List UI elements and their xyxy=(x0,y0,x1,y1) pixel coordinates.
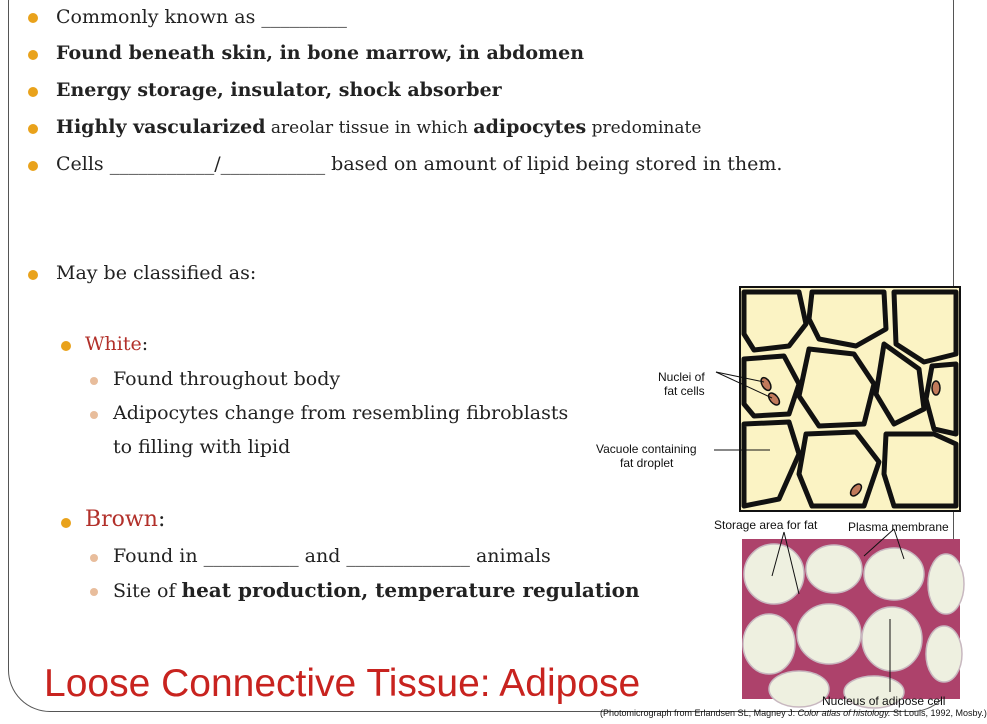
adipose-illustration xyxy=(714,286,965,709)
label-storage: Storage area for fat xyxy=(714,518,818,532)
fat-cells xyxy=(741,289,959,509)
bullet-dot xyxy=(28,124,38,134)
bullet-dot xyxy=(61,518,71,528)
brown-point-1: Found in __________ and _____________ an… xyxy=(113,545,551,567)
cell-nuclei xyxy=(760,376,941,497)
caption-post: St Louis, 1992, Mosby.) xyxy=(890,708,987,718)
heat-production-text: heat production, temperature regulation xyxy=(181,578,640,602)
white-label: White xyxy=(85,333,142,355)
bullet-common-name: Commonly known as _________ xyxy=(56,6,347,28)
label-nuclei-line1: Nuclei of xyxy=(658,370,705,384)
figure-caption: (Photomicrograph from Erlandsen SL, Magn… xyxy=(600,708,987,718)
bullet-cells: Cells ___________/___________ based on a… xyxy=(56,153,783,175)
leader-lines xyxy=(714,371,773,451)
areolar-text: areolar tissue in which xyxy=(265,118,474,138)
label-vacuole-line2: fat droplet xyxy=(620,456,674,470)
bullet-classified: May be classified as: xyxy=(56,262,257,284)
label-vacuole-line1: Vacuole containing xyxy=(596,442,697,456)
bullet-dot xyxy=(61,341,71,351)
white-point-2b: to filling with lipid xyxy=(113,436,291,458)
brown-point-2: Site of heat production, temperature reg… xyxy=(113,578,640,602)
subhead-brown: Brown: xyxy=(85,507,165,532)
photo-leader-lines xyxy=(771,528,905,692)
brown-colon: : xyxy=(157,507,166,532)
white-point-1: Found throughout body xyxy=(113,368,341,390)
bullet-dot xyxy=(90,554,98,562)
white-colon: : xyxy=(141,333,149,355)
caption-italic: Color atlas of histology. xyxy=(797,708,891,718)
site-of-text: Site of xyxy=(113,580,182,602)
photo-cells xyxy=(742,543,965,709)
caption-pre: (Photomicrograph from Erlandsen SL, Magn… xyxy=(600,708,798,718)
bullet-dot xyxy=(28,161,38,171)
adipocytes-text: adipocytes xyxy=(473,116,587,138)
bullet-dot xyxy=(28,87,38,97)
slide-title: Loose Connective Tissue: Adipose xyxy=(44,662,641,705)
bullet-list: Commonly known as _________ Found beneat… xyxy=(28,6,783,602)
bullet-function: Energy storage, insulator, shock absorbe… xyxy=(56,79,502,101)
brown-label: Brown xyxy=(85,507,158,532)
label-nuclei-line2: fat cells xyxy=(664,384,705,398)
bullet-location: Found beneath skin, in bone marrow, in a… xyxy=(56,42,585,64)
vascularized-text: Highly vascularized xyxy=(56,116,266,138)
label-plasma-membrane: Plasma membrane xyxy=(848,520,949,534)
label-nucleus-adipose: Nucleus of adipose cell xyxy=(822,694,946,708)
subhead-white: White: xyxy=(85,333,148,355)
bullet-dot xyxy=(28,50,38,60)
bullet-vascularized: Highly vascularized areolar tissue in wh… xyxy=(56,116,701,138)
bullet-dot xyxy=(90,411,98,419)
bullet-dot xyxy=(28,270,38,280)
bullet-dot xyxy=(90,377,98,385)
bullet-dot xyxy=(90,588,98,596)
predominate-text: predominate xyxy=(586,118,702,138)
bullet-dot xyxy=(28,13,38,23)
white-point-2a: Adipocytes change from resembling fibrob… xyxy=(113,402,569,424)
